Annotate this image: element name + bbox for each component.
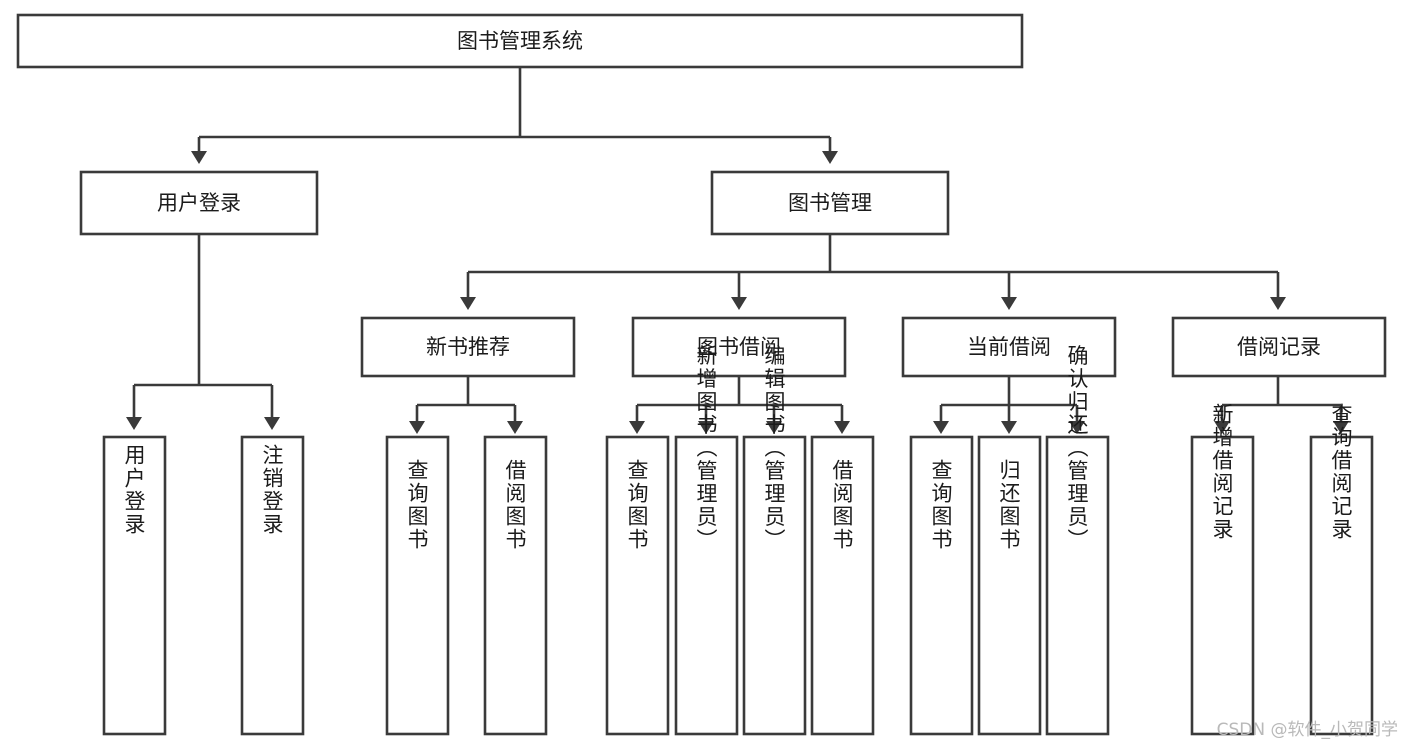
leaf-borrow-book-1-box[interactable] <box>483 435 548 736</box>
leaf-query-book-1-box[interactable] <box>385 435 450 736</box>
connector-currentborrow-to-leaves <box>933 377 1085 434</box>
leaf-add-book[interactable]: 新增图书（管理员） <box>674 345 739 736</box>
leaf-confirm-return[interactable]: 确认归还（管理员） <box>1045 345 1110 736</box>
node-current-borrow-box[interactable] <box>901 316 1117 378</box>
leaf-return-book-label: 归还图书 <box>997 459 1021 551</box>
leaf-borrow-book-2-label: 借阅图书 <box>830 459 854 551</box>
node-new-book-recommend-box[interactable] <box>360 316 576 378</box>
node-current-borrow[interactable]: 当前借阅 <box>901 316 1117 378</box>
leaf-confirm-return-box[interactable] <box>1045 435 1110 736</box>
leaf-add-record-label: 新增借阅记录 <box>1210 403 1234 541</box>
leaf-query-book-2-label: 查询图书 <box>625 459 649 551</box>
leaf-borrow-book-1-label: 借阅图书 <box>503 459 527 551</box>
leaf-borrow-book-2[interactable]: 借阅图书 <box>810 435 875 736</box>
leaf-query-book-3[interactable]: 查询图书 <box>909 435 974 736</box>
leaf-borrow-book-2-box[interactable] <box>810 435 875 736</box>
leaf-edit-book[interactable]: 编辑图书（管理员） <box>742 345 807 736</box>
leaf-query-record[interactable]: 查询借阅记录 <box>1309 403 1374 736</box>
leaf-add-record[interactable]: 新增借阅记录 <box>1190 403 1255 736</box>
leaf-edit-book-label: 编辑图书（管理员） <box>762 345 786 552</box>
node-book-management-label: 图书管理 <box>788 191 872 215</box>
leaf-query-book-2-box[interactable] <box>605 435 670 736</box>
node-book-borrow-label: 图书借阅 <box>697 335 781 359</box>
leaf-query-record-label: 查询借阅记录 <box>1329 403 1353 541</box>
connector-newbook-to-leaves <box>409 377 523 434</box>
node-root[interactable]: 图书管理系统 <box>16 13 1024 69</box>
node-book-borrow[interactable]: 图书借阅 <box>631 316 847 378</box>
leaf-logout[interactable]: 注销登录 <box>240 435 305 736</box>
leaf-add-book-box[interactable] <box>674 435 739 736</box>
leaf-return-book[interactable]: 归还图书 <box>977 435 1042 736</box>
leaf-add-record-box[interactable] <box>1190 435 1255 736</box>
leaf-logout-label: 注销登录 <box>260 444 284 536</box>
node-book-management[interactable]: 图书管理 <box>710 170 950 236</box>
node-user-login[interactable]: 用户登录 <box>79 170 319 236</box>
node-borrow-record-label: 借阅记录 <box>1237 335 1321 359</box>
connector-bookmgmt-to-level3 <box>460 235 1286 310</box>
leaf-user-login[interactable]: 用户登录 <box>102 435 167 736</box>
leaf-query-book-1[interactable]: 查询图书 <box>385 435 450 736</box>
leaf-edit-book-box[interactable] <box>742 435 807 736</box>
node-book-borrow-box[interactable] <box>631 316 847 378</box>
node-root-label: 图书管理系统 <box>457 29 583 53</box>
leaf-borrow-book-1[interactable]: 借阅图书 <box>483 435 548 736</box>
node-root-box[interactable] <box>16 13 1024 69</box>
leaf-add-book-label: 新增图书（管理员） <box>694 345 718 552</box>
leaf-logout-box[interactable] <box>240 435 305 736</box>
node-current-borrow-label: 当前借阅 <box>967 335 1051 359</box>
leaf-query-book-3-box[interactable] <box>909 435 974 736</box>
node-borrow-record-box[interactable] <box>1171 316 1387 378</box>
leaf-query-record-box[interactable] <box>1309 435 1374 736</box>
leaf-query-book-1-label: 查询图书 <box>405 459 429 551</box>
leaf-user-login-box[interactable] <box>102 435 167 736</box>
connector-borrowrecord-to-leaves <box>1214 377 1349 434</box>
node-user-login-label: 用户登录 <box>157 191 241 215</box>
leaf-user-login-label: 用户登录 <box>122 444 146 536</box>
csdn-watermark: CSDN @软件_小贺同学 <box>1217 720 1398 740</box>
leaf-return-book-box[interactable] <box>977 435 1042 736</box>
node-book-management-box[interactable] <box>710 170 950 236</box>
connector-root-to-level2 <box>191 67 838 164</box>
connector-bookborrow-to-leaves <box>629 377 850 434</box>
leaf-confirm-return-label: 确认归还（管理员） <box>1065 345 1089 552</box>
node-borrow-record[interactable]: 借阅记录 <box>1171 316 1387 378</box>
leaf-query-book-3-label: 查询图书 <box>929 459 953 551</box>
connector-userlogin-to-leaves <box>126 235 280 430</box>
node-new-book-recommend[interactable]: 新书推荐 <box>360 316 576 378</box>
node-new-book-recommend-label: 新书推荐 <box>426 335 510 359</box>
leaf-query-book-2[interactable]: 查询图书 <box>605 435 670 736</box>
node-user-login-box[interactable] <box>79 170 319 236</box>
